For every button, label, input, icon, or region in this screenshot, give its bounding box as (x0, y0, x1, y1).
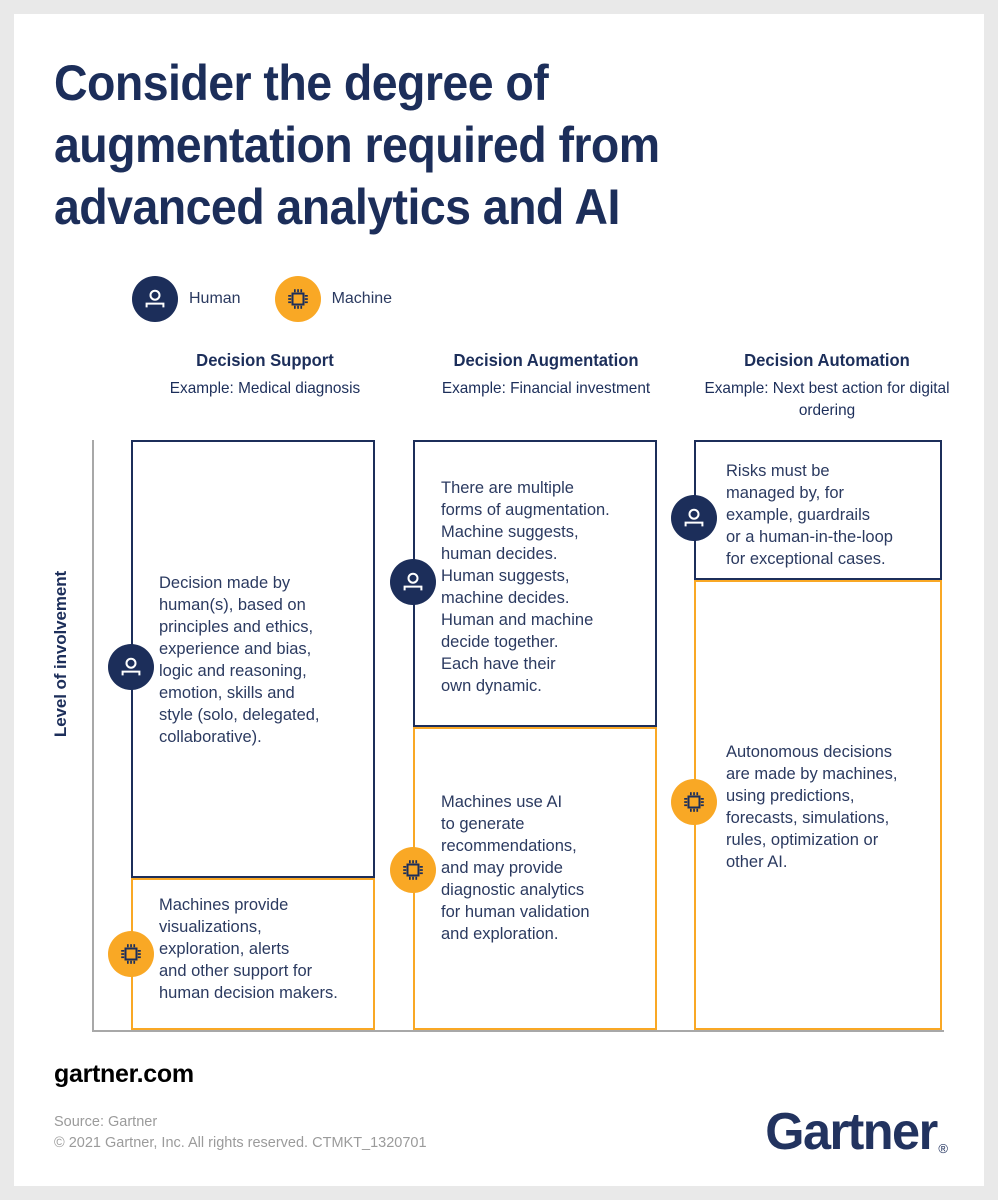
legend-label-human: Human (189, 290, 241, 307)
column-example: Example: Next best action for digital or… (704, 380, 950, 419)
machine-text-decision-automation: Autonomous decisions are made by machine… (726, 743, 898, 871)
human-box-decision-augmentation (413, 440, 657, 727)
human-text-decision-support: Decision made by human(s), based on prin… (159, 574, 320, 746)
source-attribution: Source: Gartner © 2021 Gartner, Inc. All… (54, 1114, 427, 1151)
page-title: Consider the degree of augmentation requ… (54, 55, 660, 235)
column-example: Example: Financial investment (441, 380, 651, 397)
gartner-logo: Gartner ® (760, 1102, 948, 1162)
person-icon (132, 276, 178, 322)
human-text-decision-automation: Risks must be managed by, for example, g… (726, 462, 893, 568)
y-axis-line (92, 440, 94, 1032)
column-header-decision-augmentation: Decision Augmentation Example: Financial… (413, 350, 679, 400)
machine-box-decision-augmentation (413, 727, 657, 1030)
registered-trademark-icon: ® (938, 1141, 948, 1156)
column-title: Decision Augmentation (453, 350, 639, 370)
column-title: Decision Automation (744, 350, 910, 370)
machine-box-decision-automation (694, 580, 942, 1030)
machine-text-decision-augmentation: Machines use AI to generate recommendati… (441, 793, 590, 943)
machine-text-decision-support: Machines provide visualizations, explora… (159, 896, 338, 1002)
machine-box-decision-support (131, 878, 375, 1030)
cpu-chip-icon (671, 779, 717, 825)
cpu-chip-icon (108, 931, 154, 977)
column-title: Decision Support (196, 350, 334, 370)
legend-label-machine: Machine (331, 290, 393, 307)
x-axis-line (92, 1030, 944, 1032)
y-axis-label: Level of involvement (51, 570, 70, 738)
infographic-canvas: Consider the degree of augmentation requ… (14, 14, 984, 1186)
cpu-chip-icon (390, 847, 436, 893)
human-text-decision-augmentation: There are multiple forms of augmentation… (441, 479, 610, 695)
gartner-logo-wordmark: Gartner (765, 1103, 938, 1161)
column-header-decision-support: Decision Support Example: Medical diagno… (132, 350, 398, 400)
person-icon (390, 559, 436, 605)
cpu-chip-icon (274, 276, 321, 322)
column-example: Example: Medical diagnosis (169, 380, 361, 397)
legend-item-machine: Machine (274, 276, 393, 322)
person-icon (108, 644, 154, 690)
column-header-decision-automation: Decision Automation Example: Next best a… (694, 350, 960, 422)
human-box-decision-support (131, 440, 375, 878)
legend-item-human: Human (132, 276, 241, 322)
legend: Human Machine (132, 276, 392, 322)
person-icon (671, 495, 717, 541)
gartner-website[interactable]: gartner.com (54, 1060, 194, 1088)
